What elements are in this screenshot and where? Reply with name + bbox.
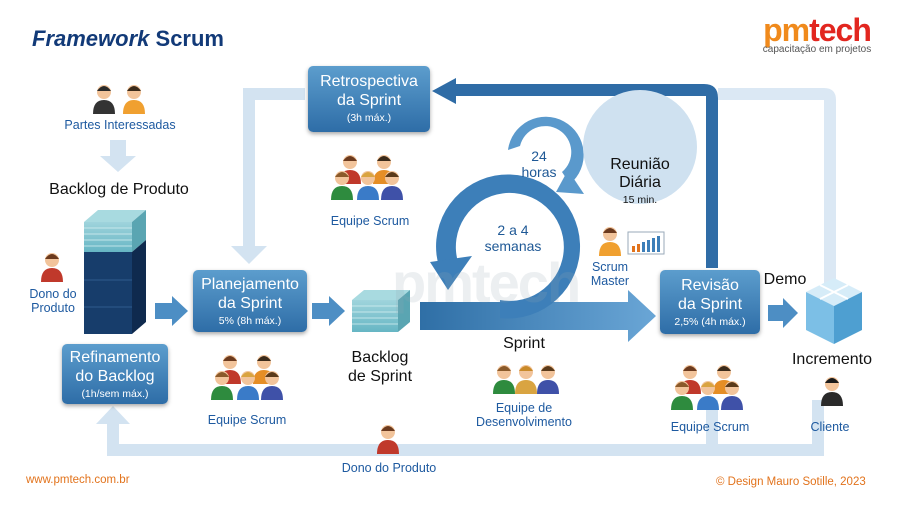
client-person bbox=[821, 377, 843, 406]
product-owner-left-line2: Produto bbox=[31, 301, 75, 315]
review-title-2: da Sprint bbox=[677, 296, 743, 313]
review-title-1: Revisão bbox=[681, 277, 739, 294]
logo-pm: pm bbox=[763, 12, 810, 48]
scrum-master-line1: Scrum bbox=[591, 260, 629, 274]
review-to-retro-arrow bbox=[432, 78, 718, 268]
team-review-person bbox=[697, 381, 719, 410]
refinement-sub: (1h/sem máx.) bbox=[81, 388, 149, 400]
refinement-title-2: do Backlog bbox=[75, 368, 155, 385]
demo-label: Demo bbox=[763, 271, 807, 288]
chart-icon bbox=[627, 231, 665, 255]
sprint-backlog-line2: de Sprint bbox=[347, 368, 413, 385]
planning-box: Planejamento da Sprint 5% (8h máx.) bbox=[193, 270, 307, 332]
scrum-master-label: Scrum Master bbox=[580, 260, 640, 288]
increment-cube-icon bbox=[806, 278, 862, 344]
sprint-cycle-line2: semanas bbox=[484, 238, 542, 254]
team-retro-person bbox=[357, 171, 379, 200]
dev-person bbox=[515, 365, 537, 394]
daily-title-1: Reunião bbox=[610, 156, 670, 173]
team-planning-label: Equipe Scrum bbox=[207, 413, 287, 427]
team-retro-label: Equipe Scrum bbox=[330, 214, 410, 228]
stakeholders-label: Partes Interessadas bbox=[64, 118, 176, 132]
product-owner-person bbox=[41, 253, 63, 282]
increment-label: Incremento bbox=[791, 351, 873, 368]
stakeholder-person bbox=[123, 85, 145, 114]
sprint-label: Sprint bbox=[503, 335, 545, 352]
page-title: Framework Scrum bbox=[32, 26, 224, 52]
title-rest: Scrum bbox=[155, 26, 224, 51]
logo-tagline: capacitação em projetos bbox=[762, 44, 872, 55]
scrum-master-person bbox=[599, 227, 621, 256]
daily-meeting-text: Reunião Diária 15 min. bbox=[583, 156, 697, 206]
retro-sub: (3h máx.) bbox=[346, 112, 392, 124]
daily-cycle-line2: horas bbox=[521, 164, 557, 180]
daily-cycle-label: 24 horas bbox=[508, 148, 570, 180]
sprint-cycle-label: 2 a 4 semanas bbox=[470, 222, 556, 254]
planning-sub: 5% (8h máx.) bbox=[218, 315, 282, 327]
daily-sub: 15 min. bbox=[622, 194, 658, 206]
sprint-backlog-line1: Backlog bbox=[351, 349, 409, 366]
dev-team-line2: Desenvolvimento bbox=[476, 415, 572, 429]
sprint-backlog-stack bbox=[352, 290, 410, 332]
daily-title-2: Diária bbox=[619, 174, 661, 191]
logo-tech: tech bbox=[809, 12, 872, 48]
sprint-arrow bbox=[420, 290, 656, 342]
client-label: Cliente bbox=[810, 420, 850, 434]
product-backlog-stack bbox=[84, 210, 146, 334]
team-planning-person bbox=[237, 371, 259, 400]
dev-team-line1: Equipe de bbox=[495, 401, 553, 415]
retro-title-1: Retrospectiva bbox=[320, 73, 418, 90]
flow-arrows bbox=[155, 296, 798, 328]
footer-website: www.pmtech.com.br bbox=[26, 474, 130, 486]
product-owner-left-label: Dono do Produto bbox=[16, 287, 90, 315]
daily-cycle-line1: 24 bbox=[531, 148, 547, 164]
planning-title-1: Planejamento bbox=[201, 276, 299, 293]
refinement-box: Refinamento do Backlog (1h/sem máx.) bbox=[62, 344, 168, 404]
review-sub: 2,5% (4h máx.) bbox=[674, 316, 746, 328]
team-retro-person bbox=[331, 171, 353, 200]
outer-loop-arrows bbox=[96, 88, 836, 456]
retrospective-box: Retrospectiva da Sprint (3h máx.) bbox=[308, 66, 430, 132]
scrum-master-line2: Master bbox=[590, 274, 630, 288]
team-planning-person bbox=[211, 371, 233, 400]
footer-credit: © Design Mauro Sotille, 2023 bbox=[716, 476, 866, 488]
daily-meeting-circle bbox=[583, 90, 697, 204]
dev-team-label: Equipe de Desenvolvimento bbox=[462, 401, 586, 429]
product-owner-left-line1: Dono do bbox=[29, 287, 77, 301]
dev-person bbox=[493, 365, 515, 394]
team-retro-person bbox=[381, 171, 403, 200]
watermark: pmtech bbox=[392, 251, 581, 314]
stakeholder-person bbox=[93, 85, 115, 114]
product-backlog-label: Backlog de Produto bbox=[49, 181, 189, 198]
team-review-label: Equipe Scrum bbox=[670, 420, 750, 434]
pmtech-logo: pmtech capacitação em projetos bbox=[757, 14, 877, 55]
product-owner-bottom-person bbox=[377, 425, 399, 454]
planning-title-2: da Sprint bbox=[217, 295, 283, 312]
cycle-arrows bbox=[430, 116, 584, 319]
review-box: Revisão da Sprint 2,5% (4h máx.) bbox=[660, 270, 760, 334]
retro-title-2: da Sprint bbox=[336, 92, 402, 109]
team-review-person bbox=[671, 381, 693, 410]
title-italic: Framework bbox=[32, 26, 150, 51]
product-owner-bottom-label: Dono do Produto bbox=[341, 461, 437, 475]
sprint-cycle-line1: 2 a 4 bbox=[497, 222, 529, 238]
dev-person bbox=[537, 365, 559, 394]
sprint-backlog-label: Backlog de Sprint bbox=[336, 348, 424, 386]
team-planning-person bbox=[261, 371, 283, 400]
team-review-person bbox=[721, 381, 743, 410]
refinement-title-1: Refinamento bbox=[69, 349, 161, 366]
